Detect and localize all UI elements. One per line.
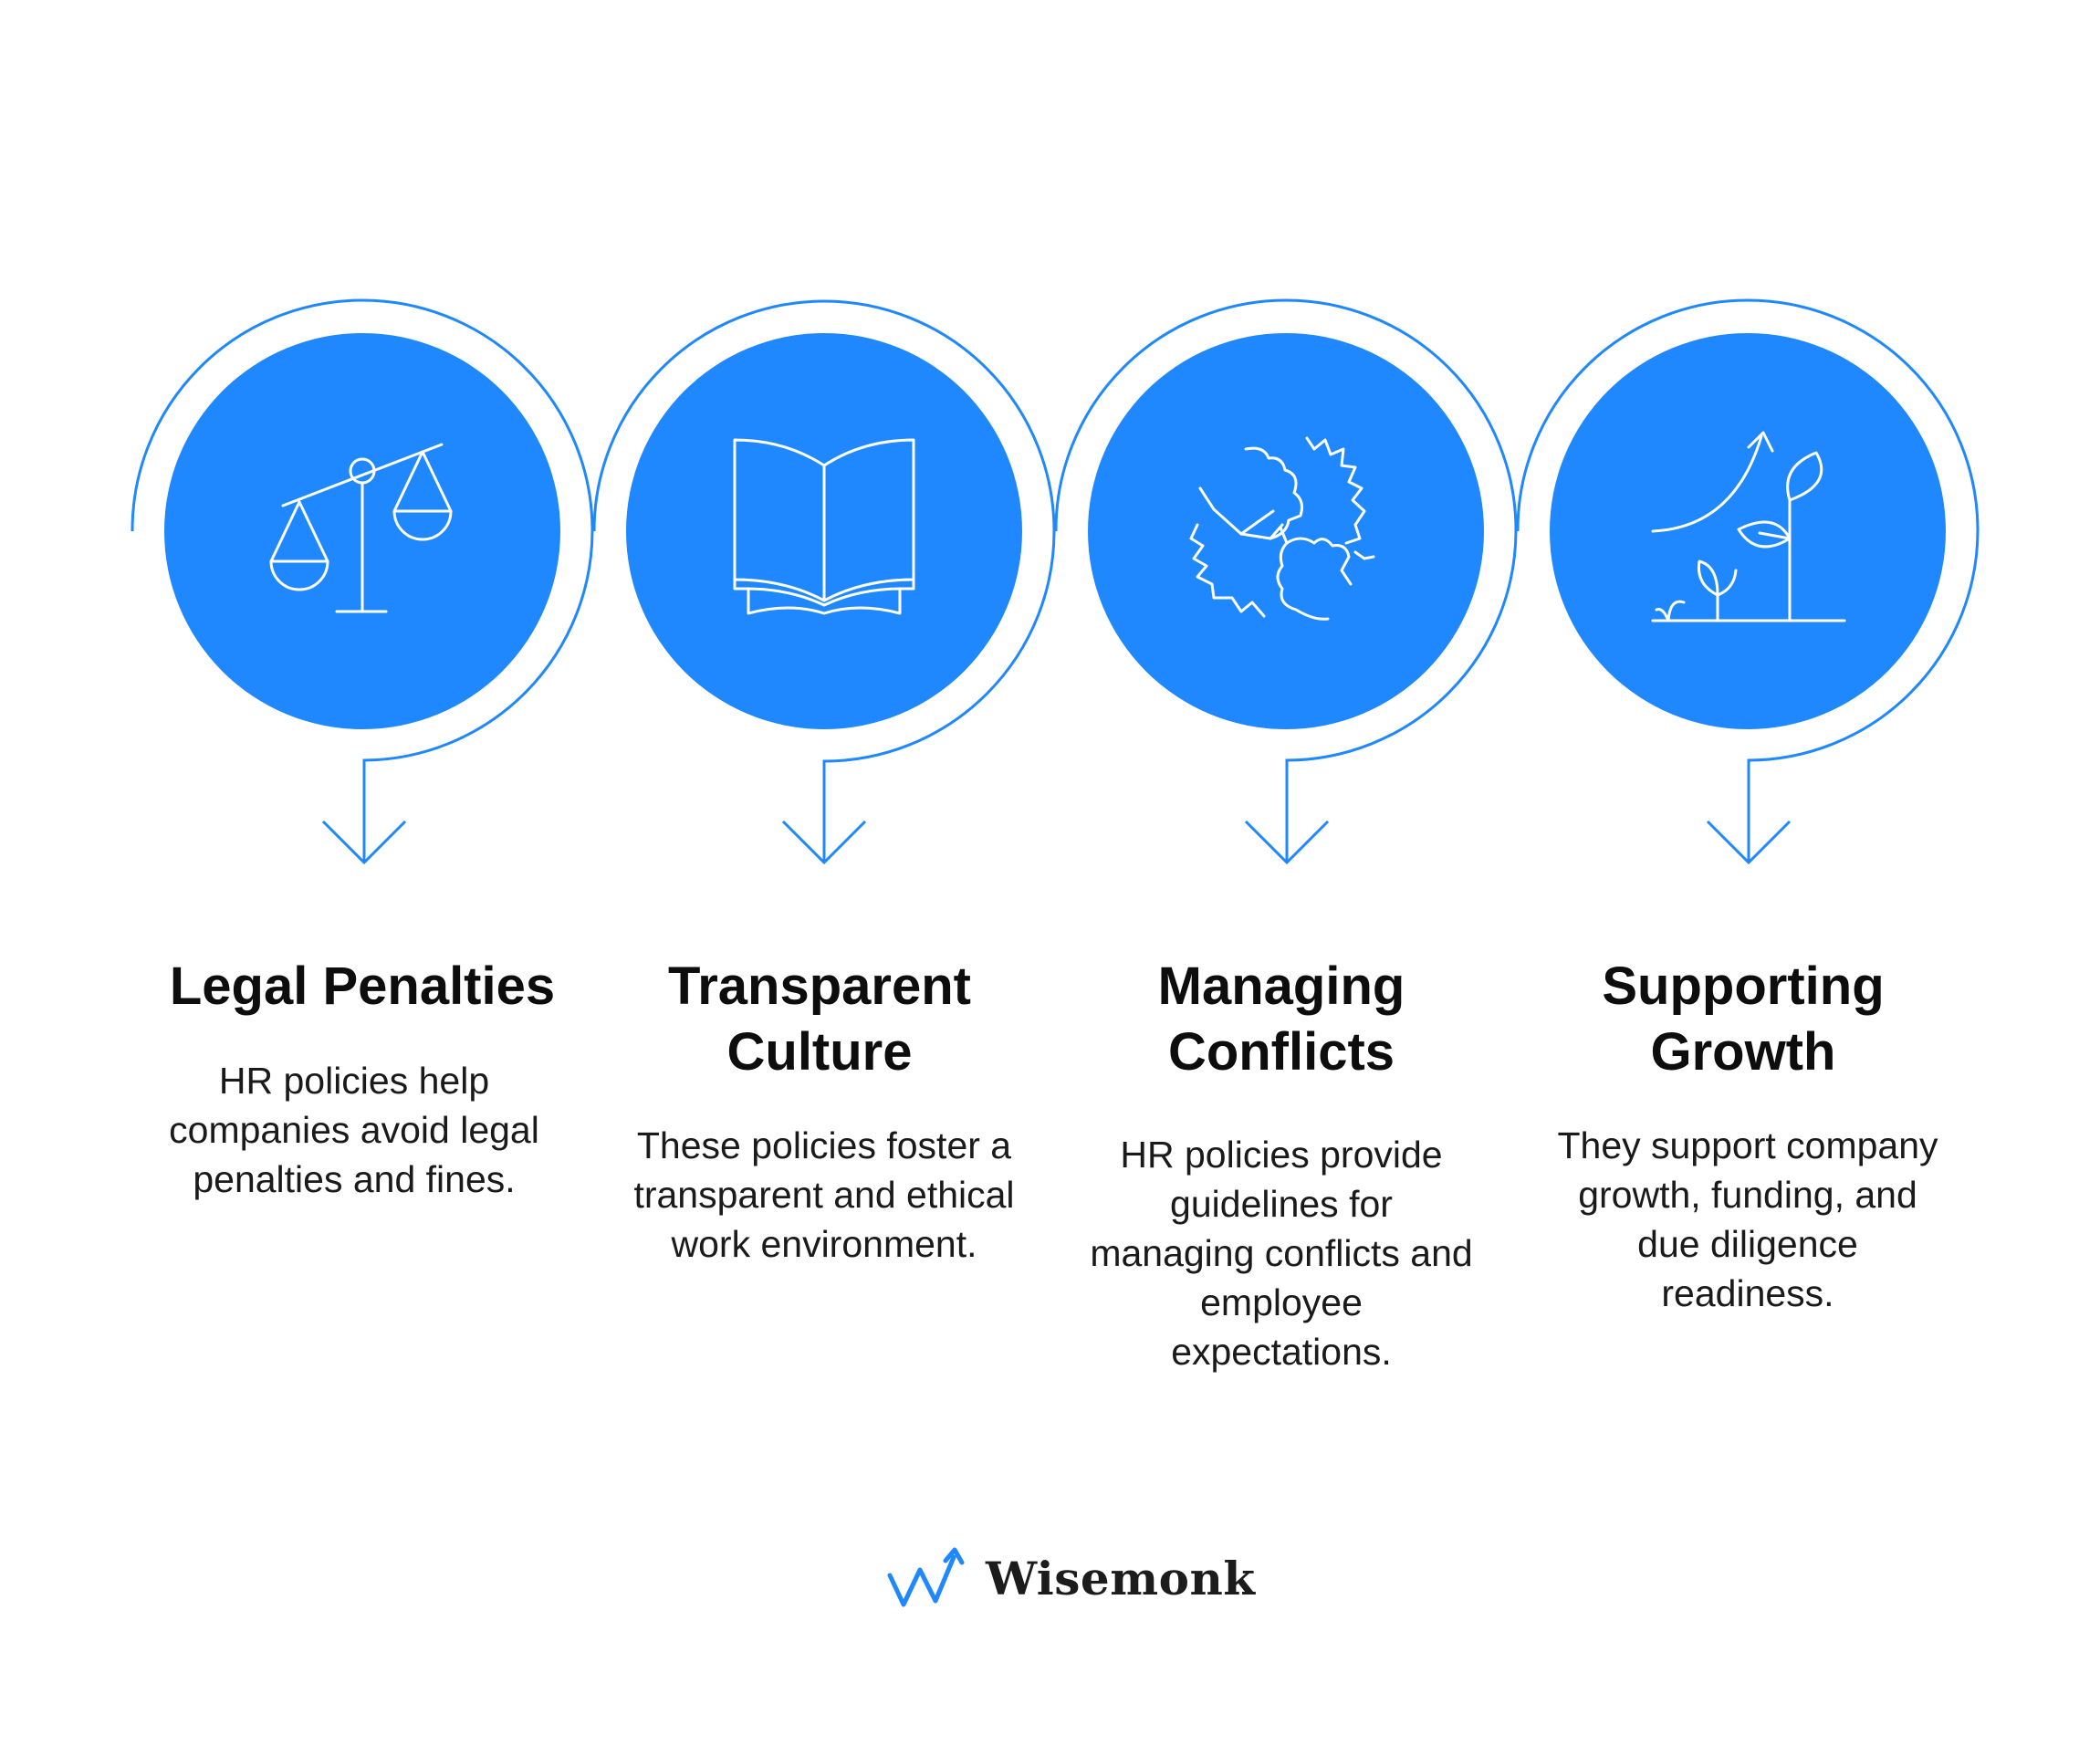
step-3 (1054, 298, 1518, 865)
brand-logo: Wisemonk (885, 1541, 1255, 1614)
step-4-circle (1550, 333, 1946, 729)
step-2-title: Transparent Culture (668, 957, 971, 1082)
step-1-title: Legal Penalties (169, 957, 556, 1016)
step-4 (1516, 298, 1980, 865)
step-4-connector-arc (1516, 298, 1980, 863)
step-4-title: Supporting Growth (1602, 957, 1885, 1082)
step-3-circle (1088, 333, 1484, 729)
step-2 (592, 299, 1056, 865)
step-4-down-arrow-icon (1706, 820, 1792, 865)
step-1 (131, 298, 594, 865)
scales-of-justice-icon (269, 443, 453, 613)
growth-plant-icon (1651, 431, 1846, 622)
step-1-connector-arc (131, 298, 594, 863)
handshake-conflict-icon (1189, 436, 1375, 621)
open-book-icon (733, 438, 915, 615)
step-3-connector-arc (1054, 298, 1518, 863)
step-1-description: HR policies help companies avoid legal p… (169, 1060, 539, 1200)
step-3-down-arrow-icon (1244, 820, 1330, 865)
step-4-description: They support company growth, funding, an… (1557, 1124, 1938, 1314)
step-3-title: Managing Conflicts (1157, 957, 1405, 1082)
wisemonk-logo-icon (887, 1547, 965, 1607)
step-2-connector-arc (592, 299, 1056, 863)
step-2-description: These policies foster a transparent and … (633, 1124, 1015, 1265)
step-1-down-arrow-icon (321, 820, 407, 865)
brand-name: Wisemonk (986, 1552, 1256, 1605)
step-2-down-arrow-icon (781, 820, 867, 865)
step-3-description: HR policies provide guidelines for manag… (1090, 1134, 1473, 1373)
